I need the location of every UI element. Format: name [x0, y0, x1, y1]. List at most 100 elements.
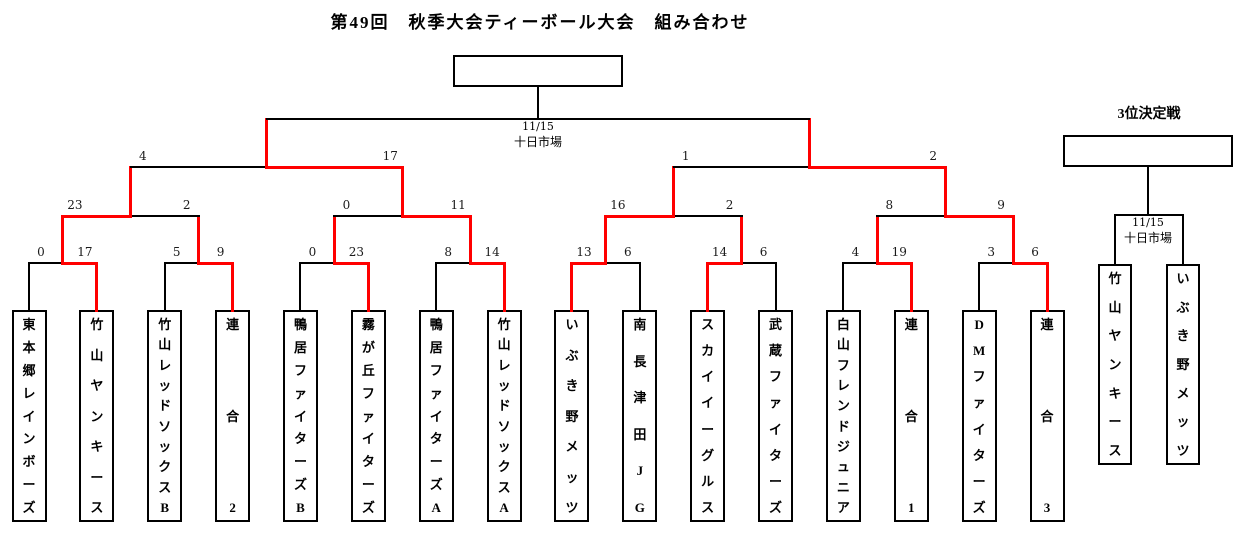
team-name-char: レ	[836, 377, 850, 393]
team-name-char: 竹	[497, 317, 511, 332]
bracket-line	[1147, 166, 1149, 216]
team-name-char: レ	[158, 357, 172, 373]
winner-path-line	[943, 165, 947, 218]
team-name-char: ズ	[429, 477, 443, 493]
team-box: 東本郷レインボーズ	[11, 310, 47, 522]
team-name-char: ー	[1108, 414, 1122, 430]
team-name-char: 山	[1108, 299, 1122, 315]
score-label: 9	[997, 198, 1005, 212]
winner-path-line	[1011, 261, 1049, 265]
third-place-title: 3位決定戦	[1117, 107, 1181, 122]
third-place-match-date: 11/15	[1132, 216, 1164, 229]
team-name-char: 南	[633, 317, 647, 332]
team-name-char: 居	[429, 339, 443, 355]
team-name-char: い	[565, 317, 579, 332]
team-name-char: タ	[769, 447, 783, 463]
team-name-char: ー	[22, 477, 36, 493]
winner-path-line	[61, 214, 133, 218]
team-box: 竹山ヤンキース	[1098, 264, 1132, 465]
score-label: 6	[1031, 245, 1039, 259]
team-name-char: ス	[497, 479, 511, 495]
team-name-char: フ	[429, 362, 443, 378]
score-label: 14	[712, 245, 728, 259]
team-name-char: ド	[158, 398, 172, 414]
score-label: 6	[624, 245, 632, 259]
winner-path-line	[231, 261, 235, 312]
team-name-char: き	[565, 378, 579, 393]
team-name-char: ぶ	[1176, 299, 1190, 315]
team-name-char: 白	[836, 317, 850, 332]
team-name-char: ァ	[769, 395, 783, 411]
winner-path-line	[129, 165, 133, 218]
bracket-line	[604, 262, 641, 264]
team-name-char: ッ	[497, 377, 511, 393]
team-name-char: 霧	[361, 317, 375, 332]
tournament-title: 第49回 秋季大会ティーボール大会 組み合わせ	[330, 13, 750, 32]
team-name-char: キ	[1108, 385, 1122, 401]
winner-path-line	[943, 214, 1015, 218]
team-name-char: フ	[293, 362, 307, 378]
team-name-char: 2	[229, 500, 236, 515]
score-label: 23	[67, 198, 83, 212]
team-name-char: イ	[972, 421, 986, 437]
bracket-line	[163, 262, 200, 264]
score-label: 19	[891, 245, 907, 259]
winner-path-line	[1011, 214, 1015, 265]
team-name-char: ン	[90, 408, 104, 424]
team-name-char: 鴨	[293, 317, 307, 332]
score-label: 2	[725, 198, 734, 212]
team-name-char: ズ	[972, 499, 986, 515]
team-name-char: ッ	[565, 469, 579, 485]
winner-path-line	[1045, 261, 1049, 312]
team-name-char: ー	[701, 421, 715, 437]
team-name-char: ヤ	[1108, 328, 1122, 344]
winner-path-line	[61, 214, 65, 265]
winner-path-line	[468, 261, 506, 265]
team-name-char: ッ	[1176, 414, 1190, 430]
winner-path-line	[604, 214, 676, 218]
team-name-char: タ	[972, 447, 986, 463]
winner-path-line	[197, 214, 201, 265]
team-name-char: 竹	[1108, 271, 1122, 286]
team-box: スカイイーグルス	[690, 310, 726, 522]
score-label: 11	[450, 198, 466, 212]
bracket-line	[537, 86, 539, 120]
team-name-char: ス	[701, 317, 715, 332]
team-name-char: 合	[904, 408, 918, 424]
winner-path-line	[332, 214, 336, 265]
team-box: 竹山ヤンキース	[79, 310, 115, 522]
team-name-char: 1	[908, 500, 915, 515]
bracket-line	[638, 262, 641, 311]
score-label: 0	[342, 198, 351, 212]
team-box: 白山フレンドジュニア	[825, 310, 861, 522]
score-label: 3	[987, 245, 995, 259]
score-label: 16	[610, 198, 626, 212]
team-name-char: 山	[497, 337, 511, 353]
team-name-char: ー	[429, 454, 443, 470]
bracket-line	[28, 262, 64, 264]
winner-path-line	[265, 165, 404, 169]
score-label: 23	[348, 245, 364, 259]
team-name-char: 連	[226, 317, 240, 332]
team-name-char: タ	[361, 454, 375, 470]
team-name-char: ジ	[836, 438, 850, 454]
team-name-char: 鴨	[429, 317, 443, 332]
score-label: 6	[759, 245, 768, 259]
team-name-char: ー	[972, 473, 986, 489]
team-name-char: イ	[22, 408, 36, 424]
team-name-char: ン	[22, 431, 36, 447]
bracket-line	[163, 262, 166, 311]
team-name-char: 東	[22, 317, 36, 332]
team-name-char: ー	[293, 454, 307, 470]
winner-path-line	[808, 165, 947, 169]
bracket-line	[978, 262, 1015, 264]
bracket-line	[299, 262, 336, 264]
score-label: 8	[885, 198, 894, 212]
team-name-char: ッ	[158, 438, 172, 454]
team-name-char: グ	[701, 447, 715, 463]
team-name-char: ァ	[293, 385, 307, 401]
